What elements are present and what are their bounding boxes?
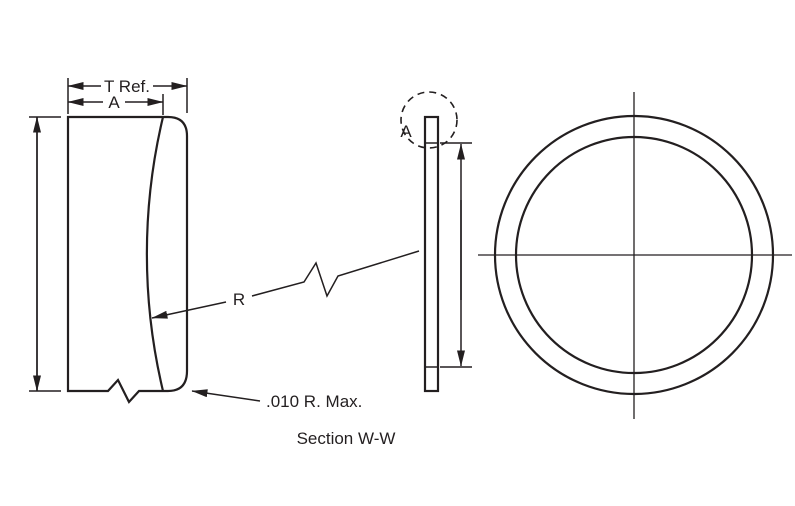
- detail-circle: [400, 91, 458, 149]
- front-view: [478, 92, 792, 419]
- corner-radius-note: .010 R. Max.: [191, 389, 362, 411]
- corner-note-arrow: [191, 389, 261, 402]
- radius-leader-break-line: [251, 250, 420, 298]
- inner-circle: [514, 135, 754, 375]
- radius-leader-arrow: [151, 301, 227, 319]
- detail-a-label: A: [400, 122, 412, 141]
- corner-note-label: .010 R. Max.: [266, 392, 362, 411]
- section-view: T Ref. A R .010 R. Max.: [29, 77, 420, 411]
- edge-view: A: [400, 91, 472, 393]
- section-spherical-arc: [145, 116, 165, 392]
- width-dimensions: T Ref. A: [67, 77, 188, 115]
- inner-diameter-dimension: [440, 142, 472, 368]
- a-dim-label: A: [108, 93, 120, 112]
- outer-circle: [493, 114, 775, 396]
- section-caption: Section W-W: [297, 429, 396, 448]
- height-dimension: [29, 116, 61, 392]
- radius-label: R: [233, 290, 245, 309]
- edge-rect: [423, 115, 440, 393]
- radius-leader: R: [151, 250, 420, 319]
- t-ref-label: T Ref.: [104, 77, 150, 96]
- section-outline: [66, 115, 189, 404]
